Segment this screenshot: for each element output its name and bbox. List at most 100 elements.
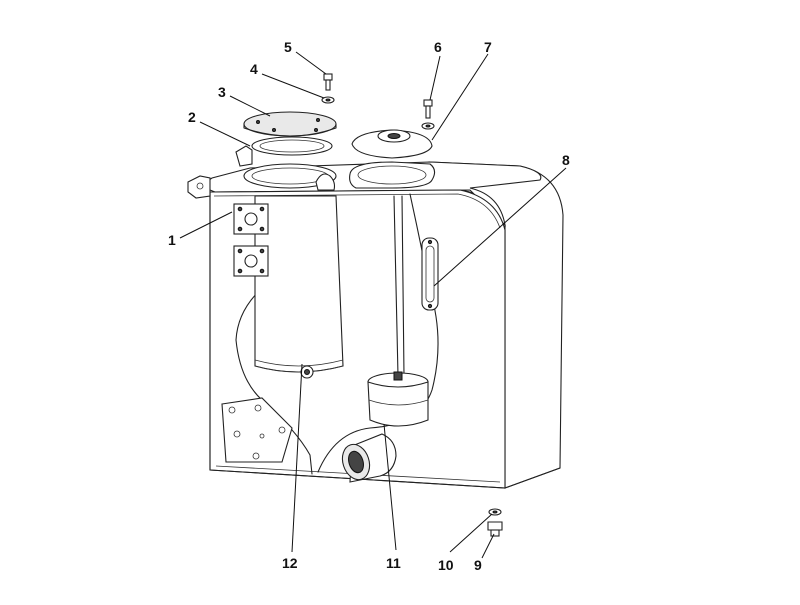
strainer-body — [367, 381, 429, 427]
bolt-right — [423, 99, 433, 119]
filter-drain-core — [304, 369, 310, 375]
leader-3 — [229, 95, 271, 117]
strainer-band — [368, 399, 429, 406]
leader-2 — [199, 121, 251, 147]
bolt-left-head — [323, 73, 333, 81]
tank-bottom-edge — [209, 467, 561, 489]
lower-port-flange — [233, 245, 269, 277]
leader-7 — [431, 53, 489, 141]
drain-plug — [487, 521, 503, 537]
leader-5 — [295, 51, 327, 75]
cover-plate-bolt-1 — [256, 120, 260, 124]
lower-flange-bolt-2 — [259, 248, 265, 254]
callout-4: 4 — [250, 61, 258, 77]
upper-port-flange — [233, 203, 269, 235]
return-filter — [254, 195, 344, 379]
callout-6: 6 — [434, 39, 442, 55]
drain-seal — [488, 508, 502, 516]
lower-flange-bolt-1 — [237, 248, 243, 254]
leader-6 — [429, 55, 441, 101]
filter-band — [254, 359, 344, 367]
left-mount-bracket — [187, 175, 211, 199]
callout-11: 11 — [386, 555, 401, 571]
cover-plate-bolt-2 — [316, 118, 320, 122]
breather-cap-vent — [387, 133, 401, 139]
cover-plate-bolt-4 — [314, 128, 318, 132]
callout-3: 3 — [218, 84, 226, 100]
tank-top-inner-edge — [213, 193, 501, 229]
washer-left-hole — [325, 98, 331, 102]
upper-flange-bolt-2 — [259, 206, 265, 212]
leader-9 — [481, 533, 495, 559]
suction-strainer — [367, 195, 429, 427]
callout-2: 2 — [188, 109, 196, 125]
top-openings — [243, 161, 436, 191]
callout-8: 8 — [562, 152, 570, 168]
filler-lug — [315, 173, 336, 191]
right-filler-inner — [357, 165, 427, 185]
bolt-left-shank — [325, 79, 331, 91]
washer-right-hole — [425, 124, 431, 128]
lower-flange-bolt-3 — [237, 268, 243, 274]
outlet-pipe — [341, 433, 397, 483]
strainer-stem-left — [393, 195, 399, 377]
upper-flange-port — [244, 212, 258, 226]
left-bracket-hole — [196, 182, 204, 190]
bolt-right-head — [423, 99, 433, 107]
callout-9: 9 — [474, 557, 482, 573]
strainer-nut — [393, 371, 403, 381]
mount-plate-hole-3 — [278, 426, 286, 434]
leader-4 — [261, 73, 325, 99]
mount-plate-hole-4 — [233, 430, 241, 438]
mount-plate-hole-1 — [228, 406, 236, 414]
callout-1: 1 — [168, 232, 176, 248]
upper-flange-bolt-4 — [259, 226, 265, 232]
callout-10: 10 — [438, 557, 454, 573]
cover-plate — [243, 111, 337, 137]
leader-1 — [179, 211, 233, 239]
leader-lines — [179, 51, 567, 559]
sight-gauge-window — [425, 245, 435, 303]
drain-plug-thread — [490, 529, 500, 537]
leader-11 — [383, 423, 397, 551]
mount-plate-hole-5 — [259, 433, 265, 439]
bottom-mount-plate — [221, 397, 293, 463]
gasket — [251, 136, 333, 156]
rear-mount-bracket — [235, 145, 253, 167]
callout-7: 7 — [484, 39, 492, 55]
upper-flange-bolt-3 — [237, 226, 243, 232]
leader-8 — [433, 167, 567, 287]
bolt-left — [323, 73, 333, 91]
leader-12 — [291, 363, 303, 553]
lower-flange-port — [244, 254, 258, 268]
breather-cap — [351, 129, 433, 159]
washer-left — [321, 96, 335, 104]
sight-gauge-frame — [421, 237, 439, 311]
level-sight-gauge — [421, 237, 439, 311]
callout-labels: 1 2 3 4 5 6 7 8 9 10 11 12 — [168, 39, 570, 573]
outlet-pipe-bore — [348, 450, 364, 474]
callout-12: 12 — [282, 555, 298, 571]
washer-right — [421, 122, 435, 130]
sight-gauge-bolt-top — [427, 239, 433, 245]
gasket-inner — [259, 139, 325, 153]
lower-flange-bolt-4 — [259, 268, 265, 274]
bolt-right-shank — [425, 105, 431, 119]
cover-plate-bolt-3 — [272, 128, 276, 132]
mount-plate-body — [221, 397, 293, 463]
upper-flange-bolt-1 — [237, 206, 243, 212]
callout-5: 5 — [284, 39, 292, 55]
leader-10 — [449, 513, 493, 553]
right-filler-neck — [349, 161, 436, 189]
strainer-stem-right — [401, 195, 405, 377]
drain-plug-hex — [487, 521, 503, 531]
filter-bottom-rim — [254, 365, 344, 373]
mount-plate-hole-6 — [252, 452, 260, 460]
drain-seal-hole — [492, 510, 498, 514]
cover-plate-edge — [243, 123, 337, 137]
mount-plate-hole-2 — [254, 404, 262, 412]
sight-gauge-bolt-bottom — [427, 303, 433, 309]
breather-cap-base — [351, 129, 433, 159]
